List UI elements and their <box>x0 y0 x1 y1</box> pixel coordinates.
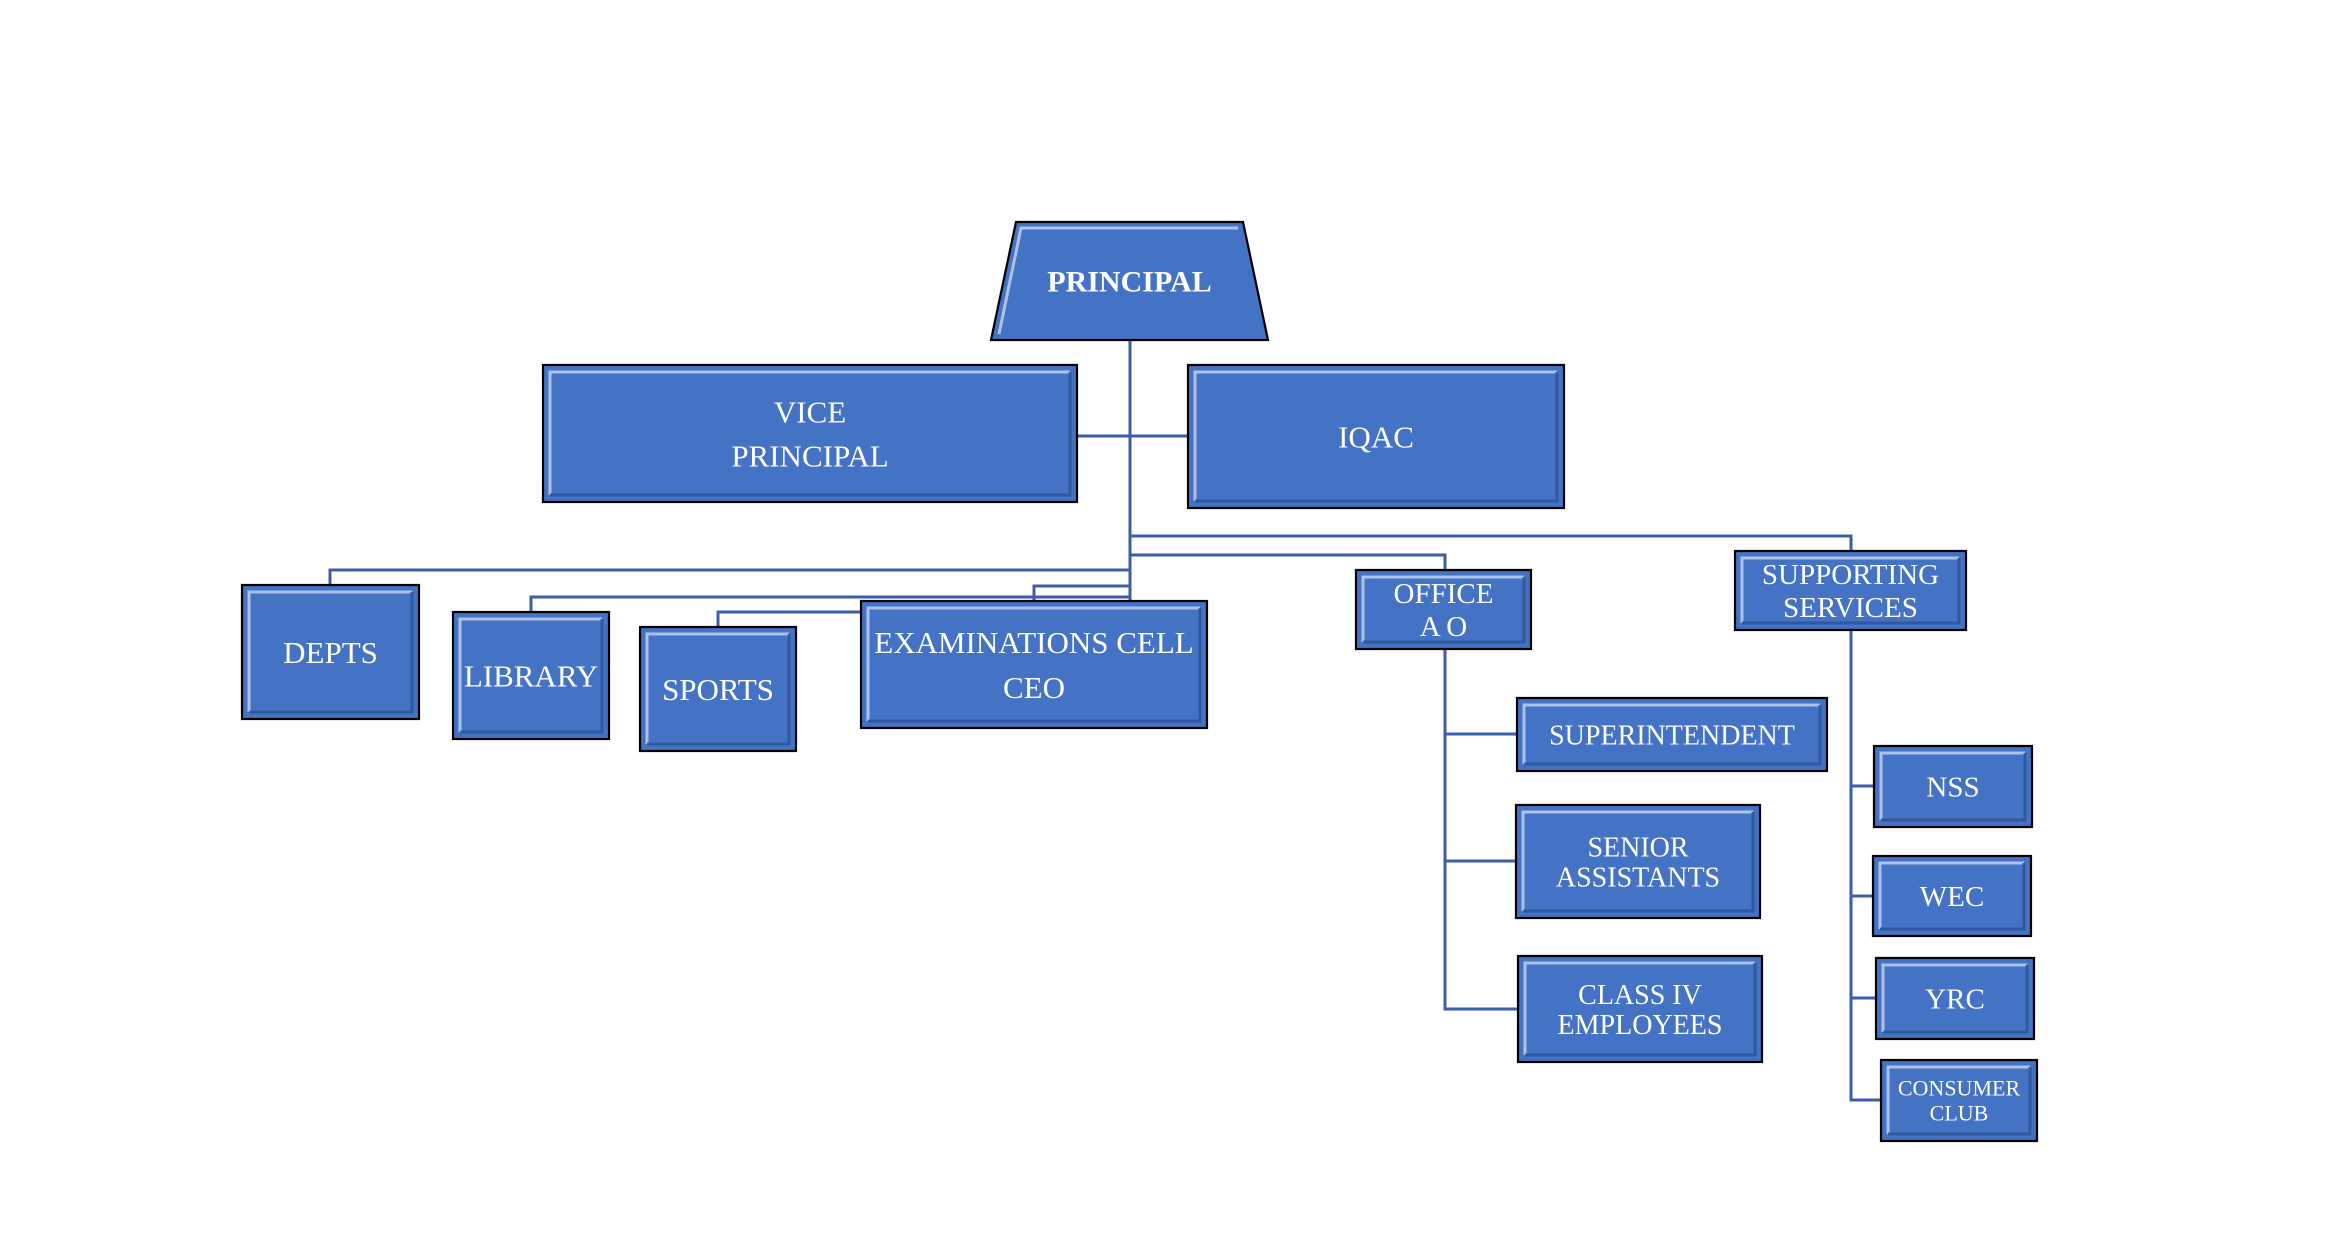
connector-principal-to-supporting-services <box>1128 340 1853 551</box>
node-depts-shape <box>240 583 421 721</box>
node-sports-shadow <box>647 634 791 746</box>
connector-principal-to-vice-principal <box>1077 340 1132 438</box>
node-office-label-line-1: OFFICE <box>1394 578 1494 610</box>
node-wec-shadow <box>1880 863 2026 931</box>
node-yrc-label-line-1: YRC <box>1925 984 1985 1016</box>
node-consumer-club-shape <box>1879 1058 2039 1143</box>
node-office-label-line-2: A O <box>1420 611 1468 643</box>
connector-supporting-services-to-nss <box>1849 630 1874 788</box>
node-class-iv-employees-label-line-2: EMPLOYEES <box>1558 1010 1723 1041</box>
node-class-iv-employees-shadow <box>1525 963 1757 1057</box>
node-examinations-cell-label-line-1: EXAMINATIONS CELL <box>874 625 1193 660</box>
node-sports-highlight <box>645 632 789 744</box>
node-nss-shape <box>1872 744 2034 829</box>
node-layer: PRINCIPAL VICE PRINCIPAL IQAC DEPTS LIBRARY SP… <box>240 220 2039 1143</box>
node-nss-label-line-1: NSS <box>1926 772 1979 804</box>
node-depts-label-line-1: DEPTS <box>283 635 378 670</box>
node-library[interactable]: LIBRARY <box>451 610 611 741</box>
node-depts-highlight <box>247 590 412 712</box>
node-consumer-club-label-line-1: CONSUMER <box>1898 1076 2021 1101</box>
node-supporting-services-shadow <box>1742 558 1961 625</box>
node-depts-shadow <box>249 592 414 714</box>
node-vice-principal-shape <box>541 363 1079 504</box>
node-examinations-cell-label-line-2: CEO <box>1003 670 1065 705</box>
node-library-highlight <box>458 617 602 732</box>
node-sports-shape <box>638 625 798 753</box>
node-nss[interactable]: NSS <box>1872 744 2034 829</box>
node-yrc-shape <box>1874 956 2036 1041</box>
node-depts[interactable]: DEPTS <box>240 583 421 721</box>
node-consumer-club-shadow <box>1888 1067 2032 1136</box>
node-examinations-cell-shadow <box>868 608 1202 723</box>
node-senior-assistants-highlight <box>1521 810 1753 911</box>
node-vice-principal-label-line-2: PRINCIPAL <box>731 438 888 473</box>
node-iqac-shape <box>1186 363 1566 510</box>
node-supporting-services-highlight <box>1740 556 1959 623</box>
node-wec-shape <box>1871 854 2033 938</box>
node-vice-principal[interactable]: VICE PRINCIPAL <box>541 363 1079 504</box>
node-principal-label-line-1: PRINCIPAL <box>1047 266 1211 299</box>
connector-supporting-services-to-consumer-club <box>1849 630 1881 1102</box>
node-sports-label-line-1: SPORTS <box>662 672 774 707</box>
node-class-iv-employees-shape <box>1516 954 1764 1064</box>
node-senior-assistants-label-line-2: ASSISTANTS <box>1556 862 1720 893</box>
node-consumer-club-label-line-2: CLUB <box>1930 1101 1989 1126</box>
node-principal-highlight <box>997 226 1238 335</box>
node-principal-shape <box>989 220 1270 342</box>
node-examinations-cell-shape <box>859 599 1209 730</box>
node-senior-assistants-shape <box>1514 803 1762 920</box>
node-superintendent[interactable]: SUPERINTENDENT <box>1515 696 1829 773</box>
node-vice-principal-highlight <box>548 370 1070 495</box>
connector-supporting-services-to-wec <box>1849 630 1873 898</box>
connector-principal-to-iqac <box>1128 340 1188 438</box>
node-supporting-services-label-line-1: SUPPORTING <box>1762 559 1939 591</box>
connector-supporting-services-to-yrc <box>1849 630 1876 1000</box>
node-vice-principal-label-line-1: VICE <box>774 394 846 429</box>
connector-office-to-class-iv-employees <box>1443 649 1518 1011</box>
node-wec-label-line-1: WEC <box>1920 881 1984 913</box>
node-wec-highlight <box>1878 861 2024 929</box>
node-library-label-line-1: LIBRARY <box>464 658 598 693</box>
node-sports[interactable]: SPORTS <box>638 625 798 753</box>
node-nss-highlight <box>1879 751 2025 820</box>
node-iqac-shadow <box>1195 372 1559 503</box>
connector-office-to-senior-assistants <box>1443 649 1516 863</box>
node-iqac-highlight <box>1193 370 1557 501</box>
node-library-shadow <box>460 619 604 734</box>
connector-office-to-superintendent <box>1443 649 1517 736</box>
node-office-shape <box>1354 568 1533 651</box>
node-yrc-highlight <box>1881 963 2027 1032</box>
node-class-iv-employees-label-line-1: CLASS IV <box>1578 980 1702 1011</box>
node-examinations-cell-highlight <box>866 606 1200 721</box>
node-superintendent-shape <box>1515 696 1829 773</box>
node-library-shape <box>451 610 611 741</box>
node-wec[interactable]: WEC <box>1871 854 2033 938</box>
node-yrc-shadow <box>1883 965 2029 1034</box>
node-office-shadow <box>1363 577 1526 644</box>
node-supporting-services-label-line-2: SERVICES <box>1783 592 1918 624</box>
node-class-iv-employees-highlight <box>1523 961 1755 1055</box>
node-principal[interactable]: PRINCIPAL <box>989 220 1270 342</box>
node-supporting-services-shape <box>1733 549 1968 632</box>
node-superintendent-shadow <box>1524 705 1822 766</box>
node-examinations-cell[interactable]: EXAMINATIONS CELL CEO <box>859 599 1209 730</box>
node-superintendent-highlight <box>1522 703 1820 764</box>
node-superintendent-label-line-1: SUPERINTENDENT <box>1549 720 1795 751</box>
node-senior-assistants-shadow <box>1523 812 1755 913</box>
node-office-highlight <box>1361 575 1524 642</box>
node-vice-principal-shadow <box>550 372 1072 497</box>
node-iqac-label-line-1: IQAC <box>1338 419 1414 454</box>
node-consumer-club-highlight <box>1886 1065 2030 1134</box>
node-yrc[interactable]: YRC <box>1874 956 2036 1041</box>
node-senior-assistants-label-line-1: SENIOR <box>1587 832 1688 863</box>
node-iqac[interactable]: IQAC <box>1186 363 1566 510</box>
node-nss-shadow <box>1881 753 2027 822</box>
